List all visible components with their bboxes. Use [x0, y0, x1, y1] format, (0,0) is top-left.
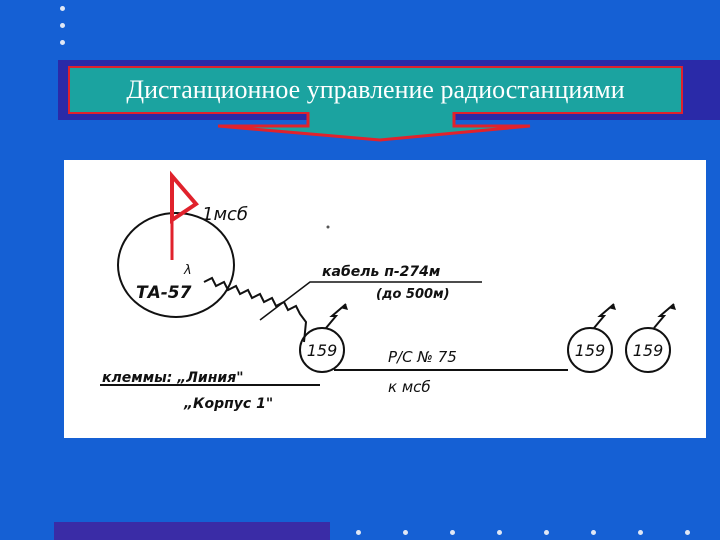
bullet	[450, 530, 455, 535]
antenna-icon	[325, 303, 347, 329]
station-2-label: 159	[575, 341, 606, 360]
command-post-circle	[117, 212, 235, 318]
bullet	[60, 23, 65, 28]
bullet	[685, 530, 690, 535]
cable-label: кабель п-274м	[322, 264, 440, 280]
bullet	[356, 530, 361, 535]
antenna-icon	[653, 303, 675, 329]
dot-mark	[326, 225, 330, 229]
phone-label: ТА-57	[136, 283, 192, 303]
diagram-panel: 1мсб λ ТА-57 кабель п-274м (до 500м) 159…	[64, 160, 706, 438]
bullet	[60, 6, 65, 11]
decorative-bullets-bottom	[356, 530, 690, 535]
terminals-label: клеммы: „Линия"	[102, 370, 244, 386]
bullet	[403, 530, 408, 535]
station-1-label: 159	[307, 341, 338, 360]
radio-station-1	[299, 327, 345, 373]
title-box: Дистанционное управление радиостанциями	[68, 66, 683, 114]
bullet	[544, 530, 549, 535]
radio-control-diagram: 1мсб λ ТА-57 кабель п-274м (до 500м) 159…	[100, 170, 676, 412]
cable-pointer-line	[259, 281, 482, 321]
antenna-arrow-icon	[340, 304, 348, 310]
flag-icon	[170, 170, 199, 224]
title-arrow-icon	[218, 112, 531, 142]
bottom-bar	[54, 522, 330, 540]
phone-mark: λ	[183, 263, 192, 278]
bullet	[60, 40, 65, 45]
slide-title: Дистанционное управление радиостанциями	[126, 75, 625, 104]
flag-label: 1мсб	[202, 204, 248, 225]
radio-destination: к мсб	[388, 378, 431, 396]
radio-station-3	[625, 327, 671, 373]
antenna-arrow-icon	[608, 304, 616, 310]
bullet	[638, 530, 643, 535]
cable-note: (до 500м)	[376, 287, 450, 302]
antenna-icon	[593, 303, 615, 329]
radio-station-2	[567, 327, 613, 373]
decorative-bullets-top	[60, 6, 68, 57]
station-3-label: 159	[633, 341, 664, 360]
bullet	[591, 530, 596, 535]
field-cable-line	[203, 276, 308, 343]
bullet	[497, 530, 502, 535]
radio-label: Р/С № 75	[388, 348, 457, 366]
terminals-label-2: „Корпус 1"	[183, 396, 273, 412]
antenna-arrow-icon	[668, 304, 676, 310]
